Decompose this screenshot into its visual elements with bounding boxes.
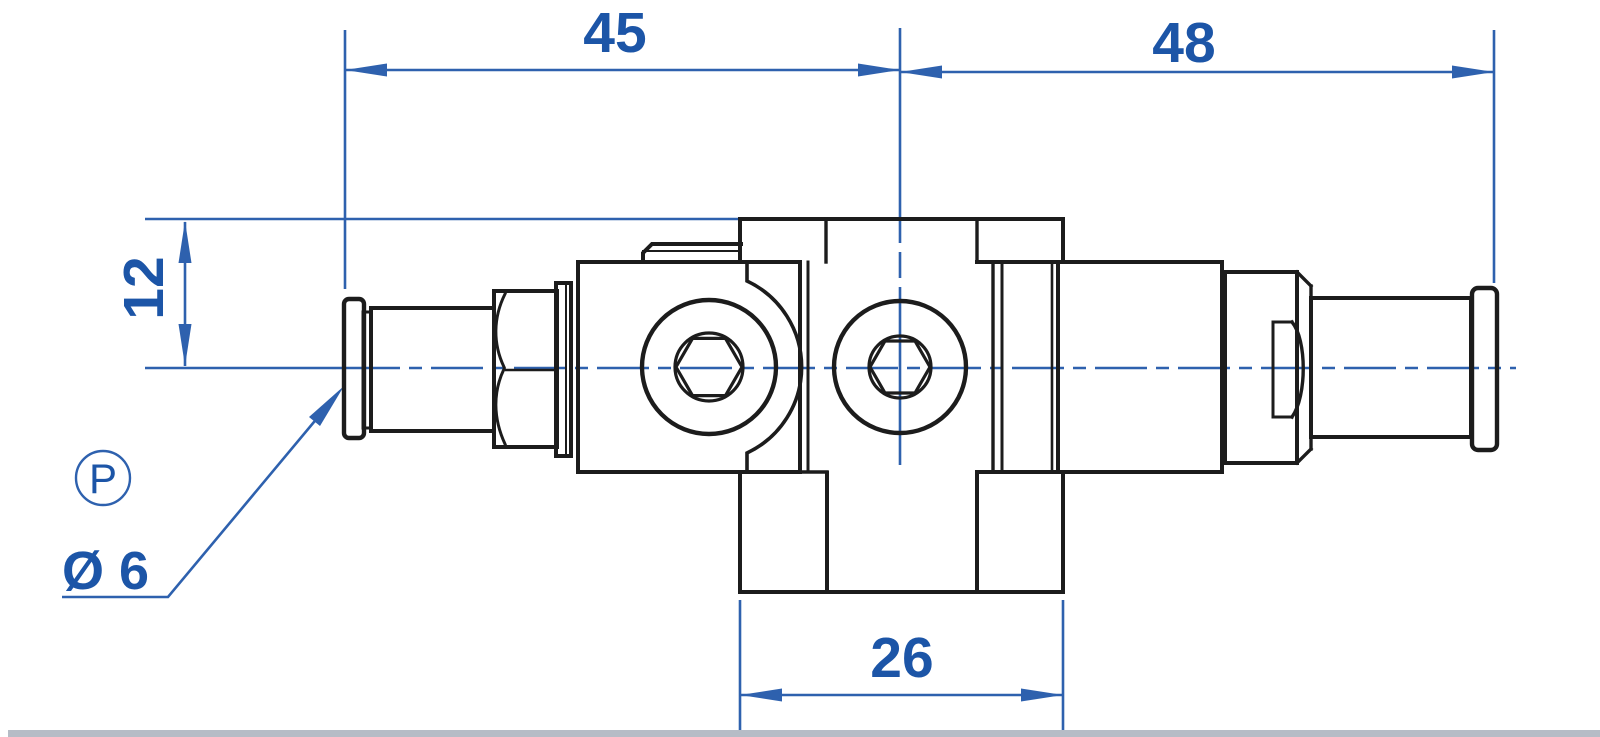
bottom-flange (738, 471, 1065, 594)
body-top-plate (738, 217, 1065, 264)
clip-tab-left-block (641, 242, 743, 264)
counterbore-arc-left (745, 260, 804, 474)
part-outline (341, 217, 1500, 594)
hex-flat-outline-right (1271, 320, 1294, 419)
dim-45-label: 45 (583, 1, 646, 65)
arrow-icon (1452, 65, 1494, 79)
hex-flat-arc-right (1289, 319, 1305, 420)
dimension-texts: 45 48 12 26 Ø 6 P (62, 1, 1216, 690)
arrow-icon (740, 688, 782, 702)
nut-chamfer-top-right (1294, 269, 1314, 289)
tube-diameter-label: Ø 6 (62, 541, 149, 601)
dim-12-label: 12 (112, 256, 176, 319)
tube-stem-left (369, 306, 496, 433)
body-right-block (1056, 260, 1224, 474)
dimension-arrowheads (178, 63, 1494, 702)
arrow-icon (1021, 688, 1063, 702)
screw-head-outer-right (831, 298, 969, 436)
arrow-icon (858, 63, 900, 77)
arrow-icon (345, 63, 387, 77)
port-p-label: P (89, 455, 117, 502)
dim-48-label: 48 (1152, 11, 1215, 75)
hex-nut-right (1223, 270, 1299, 465)
dim-26-label: 26 (870, 626, 933, 690)
bottom-scroll-edge (8, 730, 1600, 737)
arrow-icon (900, 65, 942, 79)
leader-arrow-icon (309, 386, 344, 426)
arrow-icon (178, 221, 192, 263)
hex-socket-right (868, 339, 932, 395)
screw-head-outer-left (639, 297, 779, 437)
hex-flat-arc-lower-left (494, 366, 507, 446)
washer-left (554, 281, 573, 458)
leader-line-diameter (62, 397, 335, 599)
port-balloon-circle (74, 449, 132, 507)
nut-chamfer-bottom-right (1294, 446, 1314, 466)
annotation-lines (62, 28, 1516, 732)
release-collar-right (1469, 285, 1500, 453)
hex-socket-left (674, 336, 744, 398)
hex-flat-arc-upper-left (494, 291, 508, 370)
arrow-icon (178, 324, 192, 366)
